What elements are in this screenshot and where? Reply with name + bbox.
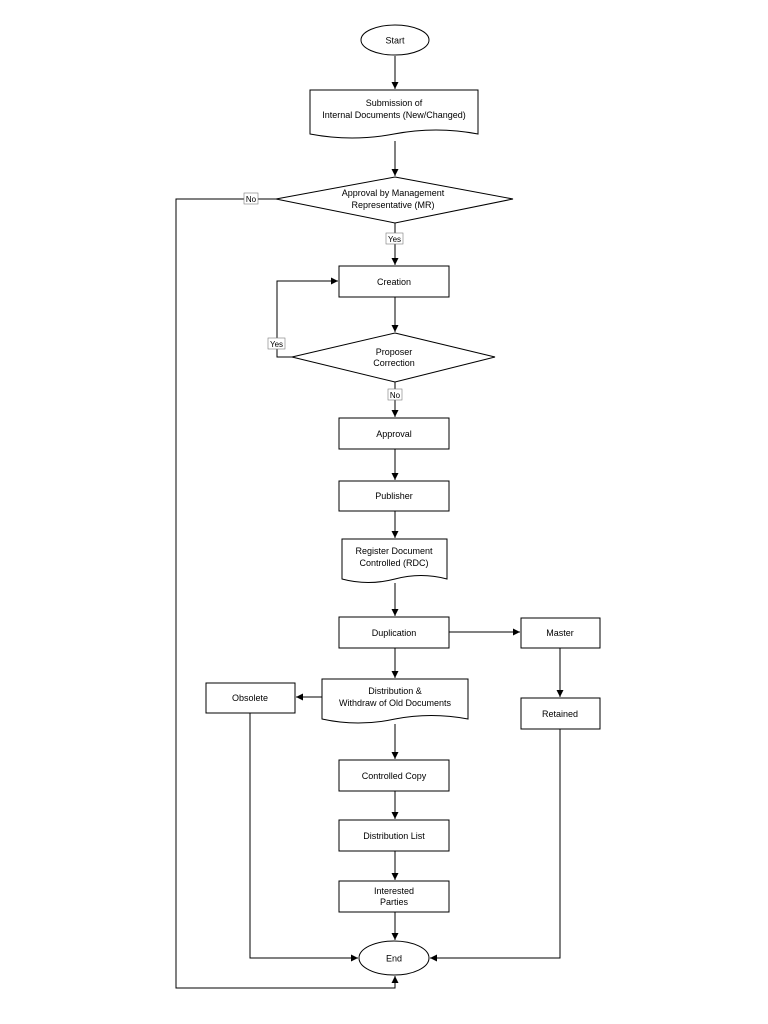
register-label-line1: Register Document xyxy=(355,546,433,556)
edge-retained-end xyxy=(430,729,561,962)
edge-label-mr-yes: Yes xyxy=(385,232,404,245)
edge-correction-yes-creation xyxy=(276,277,338,358)
distribution-list-label: Distribution List xyxy=(363,831,425,841)
approval-mr-label-line2: Representative (MR) xyxy=(351,200,434,210)
controlled-copy-label: Controlled Copy xyxy=(362,771,427,781)
submission-node: Submission of Internal Documents (New/Ch… xyxy=(309,89,479,139)
edge-label-mr-no-text: No xyxy=(246,195,257,204)
distribution-withdraw-label-line2: Withdraw of Old Documents xyxy=(339,698,452,708)
start-node: Start xyxy=(360,24,430,56)
end-node: End xyxy=(358,940,430,976)
master-label: Master xyxy=(546,628,574,638)
duplication-node: Duplication xyxy=(338,616,450,649)
register-label-line2: Controlled (RDC) xyxy=(359,558,428,568)
edge-approval-mr-no-end xyxy=(175,198,399,989)
creation-label: Creation xyxy=(377,277,411,287)
controlled-copy-node: Controlled Copy xyxy=(338,759,450,792)
edge-label-mr-yes-text: Yes xyxy=(388,235,401,244)
interested-parties-label-line2: Parties xyxy=(380,897,409,907)
submission-label-line1: Submission of xyxy=(366,98,423,108)
retained-label: Retained xyxy=(542,709,578,719)
edge-label-mr-no: No xyxy=(243,192,259,205)
publisher-label: Publisher xyxy=(375,491,413,501)
distribution-list-node: Distribution List xyxy=(338,819,450,852)
edge-label-correction-no-text: No xyxy=(390,391,401,400)
edge-label-correction-yes: Yes xyxy=(267,337,286,350)
interested-parties-label-line1: Interested xyxy=(374,886,414,896)
proposer-correction-label-line2: Correction xyxy=(373,358,415,368)
publisher-node: Publisher xyxy=(338,480,450,512)
interested-parties-node: Interested Parties xyxy=(338,880,450,913)
start-label: Start xyxy=(385,36,405,46)
distribution-withdraw-label-line1: Distribution & xyxy=(368,686,422,696)
submission-label-line2: Internal Documents (New/Changed) xyxy=(322,110,466,120)
edges xyxy=(175,56,564,989)
edge-label-correction-yes-text: Yes xyxy=(270,340,283,349)
proposer-correction-label-line1: Proposer xyxy=(376,347,413,357)
approval-mr-label-line1: Approval by Management xyxy=(342,188,445,198)
obsolete-node: Obsolete xyxy=(205,682,296,714)
retained-node: Retained xyxy=(520,697,601,730)
edge-label-correction-no: No xyxy=(387,388,403,401)
approval-node: Approval xyxy=(338,417,450,450)
creation-node: Creation xyxy=(338,265,450,298)
duplication-label: Duplication xyxy=(372,628,417,638)
approval-mr-decision: Approval by Management Representative (M… xyxy=(275,176,514,224)
obsolete-label: Obsolete xyxy=(232,693,268,703)
proposer-correction-decision: Proposer Correction xyxy=(291,332,496,383)
end-label: End xyxy=(386,954,402,964)
distribution-withdraw-node: Distribution & Withdraw of Old Documents xyxy=(321,678,469,724)
edge-obsolete-end xyxy=(249,713,358,962)
master-node: Master xyxy=(520,617,601,649)
approval-label: Approval xyxy=(376,429,412,439)
register-document-node: Register Document Controlled (RDC) xyxy=(341,538,448,583)
